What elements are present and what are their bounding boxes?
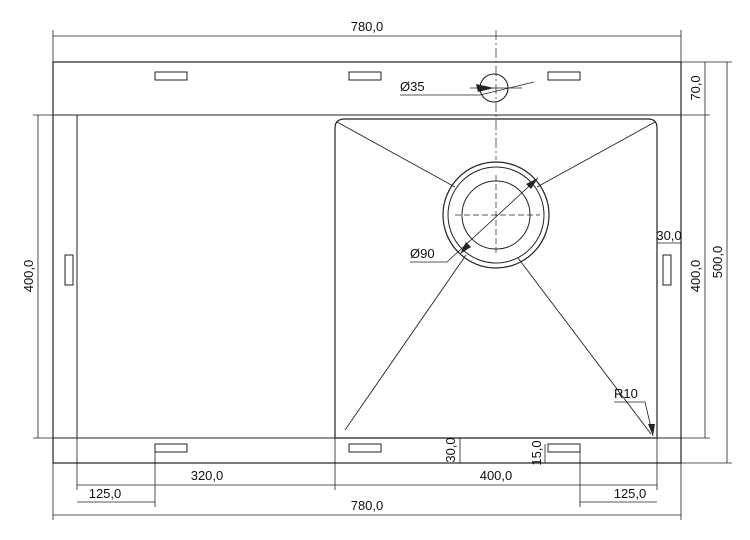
dim-top-strip-height: 70,0 xyxy=(688,75,703,100)
dim-right-slot-offset: 125,0 xyxy=(614,486,647,501)
arrow-heads xyxy=(460,84,655,436)
dim-bowl-width: 400,0 xyxy=(480,468,513,483)
mounting-slots xyxy=(64,71,672,453)
sink-outline xyxy=(52,61,682,464)
dim-right-bowl-height: 400,0 xyxy=(688,260,703,293)
dim-bottom-offset-b: 15,0 xyxy=(529,440,544,465)
dim-right-edge-offset: 30,0 xyxy=(656,228,681,243)
dim-right-total-height: 500,0 xyxy=(710,246,725,279)
dim-bottom-total-width: 780,0 xyxy=(351,498,384,513)
dim-drainboard-width: 320,0 xyxy=(191,468,224,483)
dimension-lines xyxy=(33,30,732,520)
dim-left-bowl-height: 400,0 xyxy=(21,260,36,293)
dim-top-total-width: 780,0 xyxy=(351,19,384,34)
dim-tap-hole-diameter: Ø35 xyxy=(400,79,425,94)
dim-corner-radius: R10 xyxy=(614,386,638,401)
dim-bottom-offset-a: 30,0 xyxy=(443,437,458,462)
dimension-labels: 780,0 780,0 320,0 400,0 125,0 125,0 Ø35 … xyxy=(21,19,725,513)
drain xyxy=(442,161,550,269)
dim-drain-diameter: Ø90 xyxy=(410,246,435,261)
dim-left-slot-offset: 125,0 xyxy=(89,486,122,501)
